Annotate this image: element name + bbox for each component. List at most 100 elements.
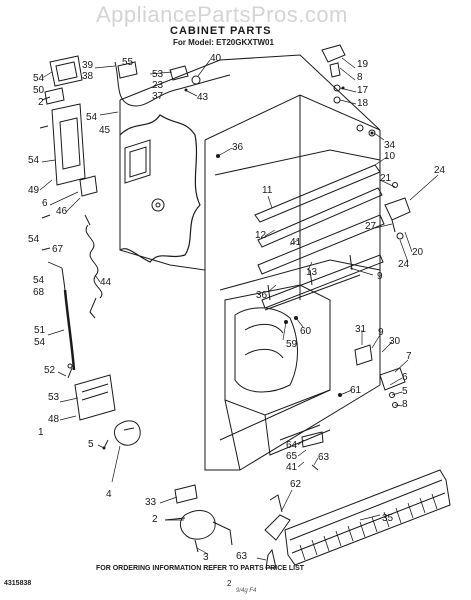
power-cord-coil [85, 224, 103, 299]
callout-63: 63 [236, 551, 248, 562]
callout-5: 5 [88, 439, 94, 450]
callout-54: 54 [33, 73, 45, 84]
callout-41: 41 [290, 237, 302, 248]
inner-back-top [214, 149, 381, 176]
callout-11: 11 [262, 185, 273, 196]
callout-54: 54 [34, 337, 46, 348]
bracket-lower [261, 254, 384, 309]
fan-motor [114, 420, 141, 446]
callout-46: 46 [56, 206, 68, 217]
leveling-leg [265, 548, 277, 569]
callout-37: 37 [152, 91, 164, 102]
callout-20: 20 [412, 247, 424, 258]
callout-9: 9 [378, 327, 384, 338]
callout-34: 34 [384, 140, 396, 151]
callout-35: 35 [382, 513, 394, 524]
callout-38: 38 [82, 71, 94, 82]
callout-23: 23 [152, 80, 164, 91]
page-number: 2 [227, 579, 232, 588]
callout-49: 49 [28, 185, 40, 196]
callout-67: 67 [52, 244, 64, 255]
toe-grille [284, 469, 451, 566]
ordering-note: FOR ORDERING INFORMATION REFER TO PARTS … [96, 565, 305, 572]
callout-8: 8 [402, 399, 408, 410]
cabinet-top-inner [204, 94, 381, 141]
callout-33: 33 [145, 497, 157, 508]
control-panel [51, 103, 86, 186]
grille-slots [299, 493, 438, 561]
callout-4: 4 [106, 489, 112, 500]
callout-54: 54 [86, 112, 98, 123]
callout-2: 2 [152, 514, 158, 525]
callout-59: 59 [286, 339, 298, 350]
callout-63: 63 [318, 452, 330, 463]
callout-64: 64 [286, 440, 298, 451]
cabinet-top [119, 54, 381, 131]
rail-lower [257, 187, 383, 248]
callout-54: 54 [28, 155, 40, 166]
side-cutaway [119, 114, 201, 263]
callout-31: 31 [355, 324, 367, 335]
watermark: AppliancePartsPros.com [96, 2, 348, 27]
callout-60: 60 [300, 326, 312, 337]
callout-21: 21 [380, 173, 392, 184]
document-number: 4315838 [4, 580, 32, 587]
liner-lower [219, 389, 331, 441]
callout-55: 55 [122, 57, 134, 68]
motor-assembly [179, 510, 216, 540]
callout-6: 6 [42, 198, 48, 209]
callout-12: 12 [255, 230, 267, 241]
callout-54: 54 [28, 234, 40, 245]
callout-24: 24 [398, 259, 410, 270]
callout-36: 36 [232, 142, 244, 153]
callout-62: 62 [290, 479, 302, 490]
callout-39: 39 [82, 60, 94, 71]
callout-1: 1 [38, 427, 44, 438]
bottom-hinge [379, 367, 406, 391]
wire-harness [114, 61, 231, 107]
callout-43: 43 [197, 92, 209, 103]
center-hinge [384, 197, 411, 221]
callout-48: 48 [48, 414, 60, 425]
compressor-area [224, 284, 331, 416]
callout-7: 7 [406, 351, 412, 362]
callout-17: 17 [357, 85, 369, 96]
callout-52: 52 [44, 365, 56, 376]
callout-53: 53 [48, 392, 60, 403]
top-hinge [321, 44, 346, 63]
rail-upper [254, 164, 381, 223]
callout-50: 50 [33, 85, 45, 96]
callout-53: 53 [152, 69, 164, 80]
callout-65: 65 [286, 451, 298, 462]
grille-clip [264, 514, 291, 541]
cabinet-left-panel [119, 100, 240, 471]
bracket-plate [74, 374, 116, 421]
callout-44: 44 [100, 277, 112, 288]
diagram-subtitle: For Model: ET20GKXTW01 [173, 38, 274, 47]
callout-19: 19 [357, 59, 369, 70]
callout-54: 54 [33, 275, 45, 286]
callout-61: 61 [350, 385, 362, 396]
callout-41: 41 [286, 462, 298, 473]
callout-45: 45 [99, 125, 111, 136]
callout-40: 40 [210, 53, 222, 64]
diagram-title: CABINET PARTS [170, 25, 272, 37]
callout-6: 6 [402, 372, 408, 383]
callout-2: 2 [38, 97, 44, 108]
callout-18: 18 [357, 98, 369, 109]
callout-27: 27 [365, 221, 377, 232]
callout-9: 9 [377, 271, 383, 282]
cabinet-bottom [239, 384, 381, 471]
callout-5: 5 [402, 386, 408, 397]
light-housing [49, 55, 83, 87]
callout-3: 3 [203, 552, 209, 563]
defrost-timer [174, 484, 198, 504]
page-id: 9/4g F4 [236, 588, 257, 594]
callout-68: 68 [33, 287, 45, 298]
callout-10: 10 [384, 151, 396, 162]
liner-mid [219, 259, 381, 291]
callout-30: 30 [389, 336, 401, 347]
drain-tube [63, 289, 76, 371]
callout-13: 13 [306, 267, 318, 278]
